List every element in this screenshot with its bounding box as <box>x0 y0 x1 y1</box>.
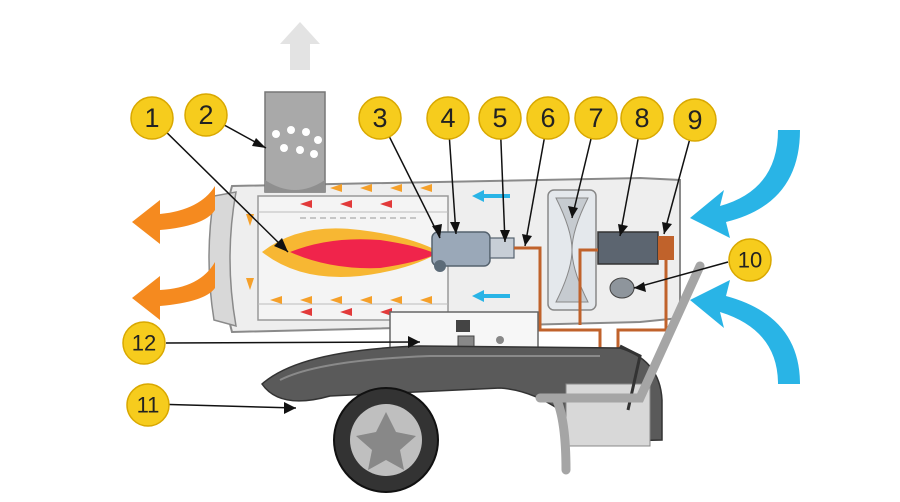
callout-label: 10 <box>738 248 762 273</box>
callout-label: 7 <box>588 103 603 133</box>
callout-label: 3 <box>372 103 387 133</box>
chimney <box>264 91 326 193</box>
callout-11: 11 <box>126 383 170 427</box>
internal-hot-air-arrows <box>246 184 432 304</box>
flame <box>262 228 440 277</box>
callout-label: 8 <box>634 103 649 133</box>
callout-label: 9 <box>687 105 702 135</box>
callout-label: 2 <box>198 100 213 130</box>
callout-label: 4 <box>440 103 455 133</box>
burner-head <box>431 231 515 272</box>
leader-arrowheads <box>252 138 672 414</box>
internal-red-arrows <box>300 200 392 316</box>
internal-cold-air-arrows <box>472 190 510 302</box>
callout-12: 12 <box>122 321 166 365</box>
fuel-pump <box>597 231 674 299</box>
callout-label: 5 <box>492 103 507 133</box>
callout-4: 4 <box>426 96 470 140</box>
callout-10: 10 <box>728 238 772 282</box>
frame <box>535 261 705 475</box>
callout-5: 5 <box>478 96 522 140</box>
exhaust-arrow-icon <box>280 22 320 70</box>
callout-9: 9 <box>673 98 717 142</box>
callout-2: 2 <box>184 93 228 137</box>
wheel <box>333 387 439 493</box>
callout-8: 8 <box>620 96 664 140</box>
hot-air-out-arrow-icon <box>132 186 215 320</box>
cold-air-in-arrow-icon <box>690 130 800 384</box>
callout-3: 3 <box>358 96 402 140</box>
callout-label: 6 <box>540 103 555 133</box>
callout-label: 12 <box>132 331 156 356</box>
callout-1: 1 <box>130 96 174 140</box>
callout-6: 6 <box>526 96 570 140</box>
callout-7: 7 <box>574 96 618 140</box>
callout-label: 11 <box>137 393 160 418</box>
callout-label: 1 <box>144 103 159 133</box>
